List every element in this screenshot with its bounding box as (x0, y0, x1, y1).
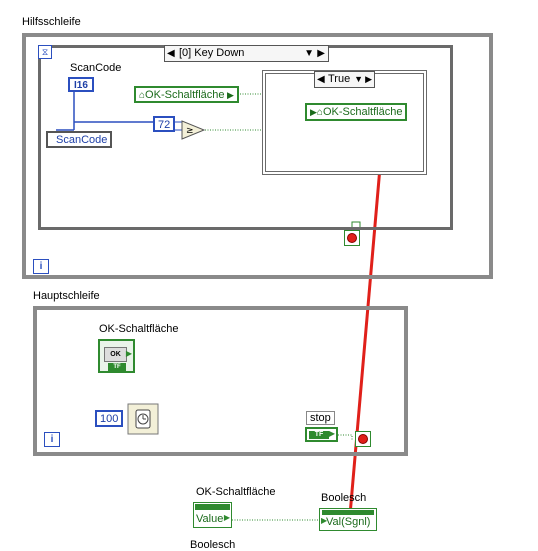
hauptschleife-title: Hauptschleife (33, 290, 100, 302)
stop-control-terminal[interactable]: TF ▶ (305, 427, 338, 442)
arrow-right-icon: ▶ (224, 90, 234, 100)
hilfsschleife-title: Hilfsschleife (22, 16, 81, 28)
ok-local-variable-label: OK-Schaltfläche (322, 106, 403, 118)
svg-text:≥: ≥ (186, 126, 194, 136)
ok-value-property-node[interactable]: Value ▶ (193, 502, 232, 528)
numeric-wires (56, 92, 182, 131)
hilfsschleife-stop-terminal[interactable] (344, 230, 360, 246)
arrow-right-small-icon: ▶ (310, 107, 317, 117)
property-node-value: Value (196, 513, 224, 525)
boolesch-arrow-icon: ▶ (321, 516, 328, 525)
home-icon: ⌂ (139, 90, 146, 101)
event-case-selector[interactable]: ◀ [0] Key Down ▼ ▶ (164, 45, 329, 62)
hilfsschleife-while-loop[interactable] (22, 33, 493, 279)
hauptschleife-stop-terminal[interactable] (355, 431, 371, 447)
stop-type: TF (309, 431, 329, 439)
ok-button-label: OK-Schaltfläche (99, 323, 179, 335)
boolesch-bottom-label: Boolesch (190, 539, 236, 551)
ok-local-variable[interactable]: ▶⌂OK-Schaltfläche (305, 103, 408, 121)
stop-label: stop (306, 411, 335, 425)
event-case-label: [0] Key Down (179, 47, 245, 59)
event-timeout-icon: ⧖ (38, 45, 52, 59)
ok-button-face: OK (104, 347, 127, 362)
ok-property-node-label: OK-Schaltfläche (145, 89, 225, 101)
ok-button-type: TF (108, 363, 126, 371)
event-next-icon[interactable]: ▶ (317, 48, 325, 59)
case-selector-label: True (328, 73, 351, 85)
ok-button-text: OK (110, 351, 121, 358)
boolesch-property-node[interactable]: ▶ Val(Sgnl) (319, 508, 377, 531)
ok-property-node-left[interactable]: ⌂OK-Schaltfläche ▶ (134, 86, 239, 103)
event-dropdown-icon[interactable]: ▼ (304, 48, 314, 59)
wait-ms-icon[interactable] (127, 403, 159, 435)
hauptschleife-while-loop[interactable] (33, 306, 408, 456)
boolesch-node-value: Val(Sgnl) (326, 516, 371, 528)
case-dropdown-icon[interactable]: ▼ (354, 74, 363, 84)
hauptschleife-iteration-terminal: i (44, 432, 60, 447)
constant-72[interactable]: 72 (153, 116, 176, 132)
hilfsschleife-iteration-terminal: i (33, 259, 49, 274)
stop-arrow-icon: ▶ (328, 429, 335, 438)
property-node-header (195, 504, 230, 510)
scancode-node-text: ScanCode (56, 134, 108, 146)
greater-or-equal-node[interactable]: ≥ (181, 120, 206, 140)
case-selector[interactable]: ◀ True ▼ ▶ (314, 71, 375, 88)
home-icon: ⌂ (316, 107, 323, 118)
boolesch-node-label: Boolesch (321, 492, 367, 504)
property-node-arrow-icon: ▶ (223, 513, 230, 522)
property-node-label: OK-Schaltfläche (196, 486, 276, 498)
wait-constant-100[interactable]: 100 (95, 410, 124, 427)
scancode-event-data-node[interactable]: ScanCode (46, 131, 113, 148)
ok-button-terminal[interactable]: OK TF ▶ (98, 339, 135, 373)
case-next-icon[interactable]: ▶ (365, 74, 372, 84)
scancode-label: ScanCode (70, 62, 122, 74)
boolesch-node-header (322, 510, 374, 515)
ok-button-arrow-icon: ▶ (125, 349, 132, 358)
scancode-i16-terminal[interactable]: I16 (68, 77, 94, 92)
event-prev-icon[interactable]: ◀ (167, 48, 175, 59)
case-prev-icon[interactable]: ◀ (317, 74, 325, 85)
